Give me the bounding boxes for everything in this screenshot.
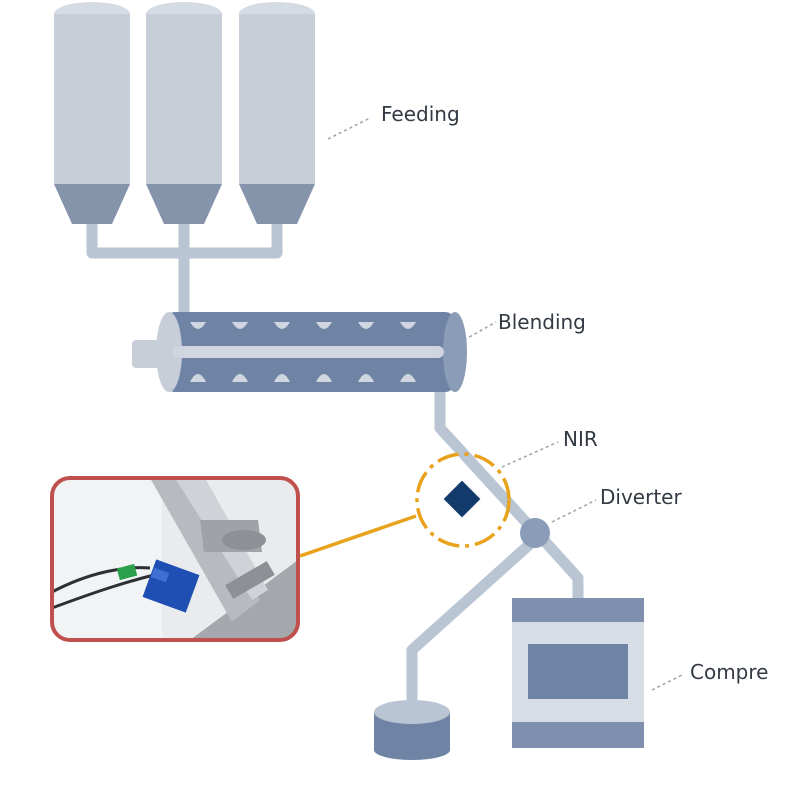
diverter-leader — [551, 499, 597, 523]
nir-leader — [501, 441, 559, 468]
feeding-label: Feeding — [381, 102, 460, 126]
silo-1 — [54, 2, 130, 224]
silo-2 — [146, 2, 222, 224]
silo-icon — [54, 2, 315, 224]
blending-leader — [463, 321, 497, 341]
leader-lines — [327, 117, 685, 691]
compression-leader — [651, 673, 685, 691]
blender-outlet-pipe — [434, 388, 540, 536]
nir-label: NIR — [563, 427, 598, 451]
feed-pipe-right — [181, 220, 283, 259]
reject-pipe — [406, 539, 534, 712]
nir-probe-photo — [50, 476, 300, 642]
compression-label: Compre — [690, 660, 768, 684]
nir-photo-connector — [299, 514, 417, 558]
tablet-press-icon — [512, 598, 644, 748]
feeding-leader — [327, 117, 371, 140]
pipes — [86, 220, 584, 712]
silo-3 — [239, 2, 315, 224]
diverter-label: Diverter — [600, 485, 682, 509]
screw-blender-icon — [132, 312, 467, 392]
blending-label: Blending — [498, 310, 586, 334]
feed-pipe-left — [86, 220, 181, 259]
press-feed-pipe — [535, 532, 584, 602]
reject-bin-icon — [374, 700, 450, 760]
nir-sensor-icon — [415, 452, 511, 548]
diverter-valve-icon — [520, 518, 550, 548]
